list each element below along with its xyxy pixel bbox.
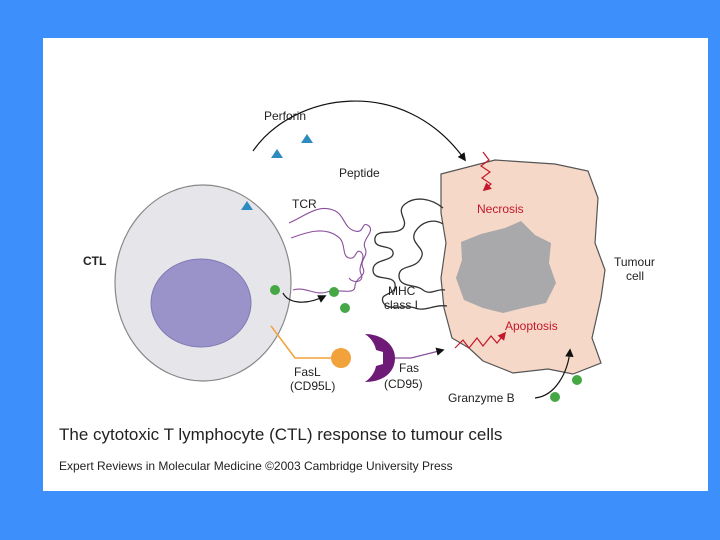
fasl-ligand bbox=[331, 348, 351, 368]
label-tumour-line1: Tumour bbox=[614, 255, 655, 269]
necrosis-zigzag bbox=[479, 151, 492, 192]
label-fas-line1: Fas bbox=[399, 361, 419, 375]
mhc-molecule bbox=[372, 198, 448, 310]
fas-receptor bbox=[365, 334, 395, 382]
label-tumour-line2: cell bbox=[626, 269, 644, 283]
perforin-triangle bbox=[241, 201, 253, 210]
label-ctl: CTL bbox=[83, 254, 106, 268]
tcr-receptor bbox=[290, 230, 364, 283]
tumour-nucleus bbox=[456, 221, 556, 313]
granzyme-granule bbox=[572, 375, 582, 385]
label-fas-line2: (CD95) bbox=[384, 377, 423, 391]
ctl-nucleus bbox=[150, 258, 252, 348]
source-credit: Expert Reviews in Molecular Medicine ©20… bbox=[59, 459, 453, 473]
label-granzyme: Granzyme B bbox=[448, 391, 515, 405]
perforin-triangle bbox=[271, 149, 283, 158]
label-peptide: Peptide bbox=[339, 166, 380, 180]
label-necrosis: Necrosis bbox=[477, 202, 524, 216]
label-tcr: TCR bbox=[292, 197, 317, 211]
perforin-triangle bbox=[301, 134, 313, 143]
granzyme-release-arrow bbox=[282, 292, 327, 303]
label-fasl-line2: (CD95L) bbox=[290, 379, 335, 393]
fas-stalk bbox=[395, 347, 445, 359]
granzyme-granule bbox=[270, 285, 280, 295]
granzyme-granule bbox=[550, 392, 560, 402]
fasl-stalk bbox=[270, 325, 337, 359]
label-fasl-line1: FasL bbox=[294, 365, 321, 379]
diagram-caption: The cytotoxic T lymphocyte (CTL) respons… bbox=[59, 425, 503, 444]
apoptosis-zigzag bbox=[454, 331, 507, 349]
label-mhc-line1: MHC bbox=[388, 284, 416, 298]
tcr-receptor bbox=[288, 207, 371, 294]
ctl-diagram: Perforin Peptide TCR CTL Necrosis Tumour… bbox=[83, 100, 655, 405]
granzyme-arrow bbox=[534, 348, 574, 399]
label-apoptosis: Apoptosis bbox=[505, 319, 558, 333]
perforin-arrow bbox=[252, 100, 466, 162]
label-mhc-line2: class I bbox=[384, 298, 418, 312]
granzyme-granule bbox=[340, 303, 350, 313]
mhc-molecule bbox=[398, 220, 446, 293]
granzyme-granule bbox=[329, 287, 339, 297]
label-perforin: Perforin bbox=[264, 109, 306, 123]
slide-panel: Perforin Peptide TCR CTL Necrosis Tumour… bbox=[43, 38, 708, 491]
